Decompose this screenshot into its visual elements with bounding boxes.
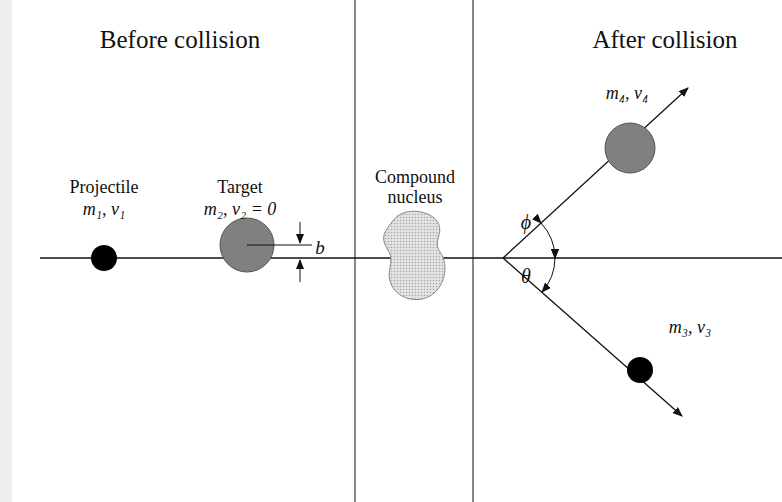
mass-velocity-label: m₁, v₁ — [83, 200, 126, 220]
compound-nucleus-blob — [384, 211, 445, 299]
impact-arrow — [300, 260, 301, 282]
panel-heading: Before collision — [100, 26, 260, 54]
impact-arrow — [300, 222, 301, 243]
stage-label: Compound nucleus — [370, 168, 460, 208]
angle-arc — [542, 258, 555, 292]
ejectile-track — [503, 258, 682, 416]
ejectile-track — [503, 88, 688, 258]
side-margin — [0, 0, 12, 502]
angle-label: θ — [521, 265, 531, 287]
residual-nucleus — [605, 123, 655, 173]
particle-label: Target — [217, 178, 262, 198]
ejected-particle — [627, 357, 653, 383]
impact-line — [247, 245, 312, 246]
angle-arc — [541, 223, 555, 258]
particle-label: Projectile — [70, 178, 139, 198]
panel-heading: After collision — [592, 26, 737, 54]
projectile-particle — [91, 245, 117, 271]
divider-line — [355, 0, 356, 502]
mass-velocity-label: m₂, v₂ = 0 — [204, 200, 277, 220]
divider-line — [473, 0, 474, 502]
mass-velocity-label: m₃, v₃ — [669, 318, 712, 338]
angle-label: ϕ — [521, 211, 531, 233]
mass-velocity-label: m₄, v₄ — [606, 84, 649, 104]
impact-parameter-label: b — [315, 238, 325, 259]
